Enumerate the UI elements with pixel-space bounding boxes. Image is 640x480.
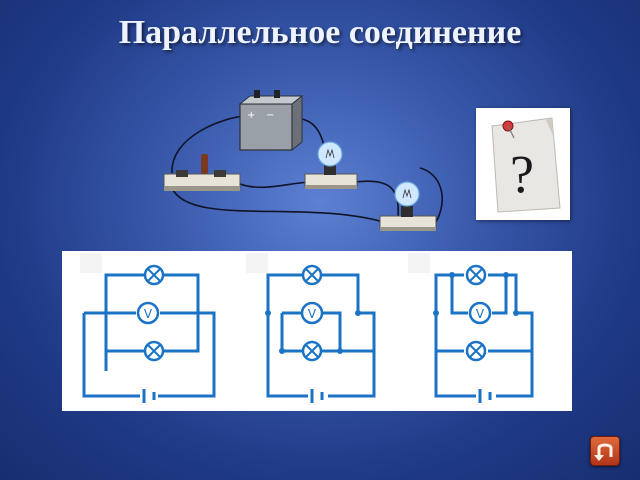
return-arrow-icon — [594, 443, 613, 461]
voltmeter-symbol: V — [136, 301, 160, 325]
lamp-symbol — [465, 340, 487, 362]
wire — [234, 181, 313, 189]
wire — [354, 180, 400, 219]
voltmeter-label: V — [476, 307, 485, 321]
battery-symbol — [142, 389, 156, 403]
answer-box — [246, 253, 268, 273]
answer-box — [408, 253, 430, 273]
svg-text:?: ? — [510, 144, 534, 204]
circuit-illustration: + − — [163, 90, 444, 231]
bulb-icon — [304, 141, 358, 189]
lamp-symbol — [301, 340, 323, 362]
bulb-icon — [379, 181, 437, 231]
battery-icon: + − — [238, 90, 304, 152]
circuit-scheme[interactable]: V — [402, 251, 566, 411]
voltmeter-label: V — [144, 307, 153, 321]
lamp-symbol — [465, 264, 487, 286]
voltmeter-symbol: V — [468, 301, 492, 325]
back-button[interactable] — [590, 436, 620, 466]
switch-icon — [163, 154, 241, 191]
lamp-symbol — [301, 264, 323, 286]
lamp-symbol — [143, 264, 165, 286]
question-card[interactable]: ? — [476, 108, 570, 220]
voltmeter-label: V — [308, 307, 317, 321]
circuit-scheme[interactable]: V — [66, 251, 230, 411]
circuit-scheme[interactable]: V — [234, 251, 398, 411]
schemes-panel: V V — [62, 251, 572, 411]
slide-title: Параллельное соединение — [118, 14, 522, 51]
svg-text:−: − — [266, 110, 274, 121]
battery-symbol — [310, 389, 324, 403]
wire — [171, 115, 246, 174]
question-mark-icon: ? — [491, 117, 561, 213]
answer-box — [80, 253, 102, 273]
battery-symbol — [478, 389, 492, 403]
voltmeter-symbol: V — [300, 301, 324, 325]
wire — [171, 187, 391, 225]
wire — [419, 167, 444, 225]
lamp-symbol — [143, 340, 165, 362]
svg-text:+: + — [247, 110, 255, 121]
